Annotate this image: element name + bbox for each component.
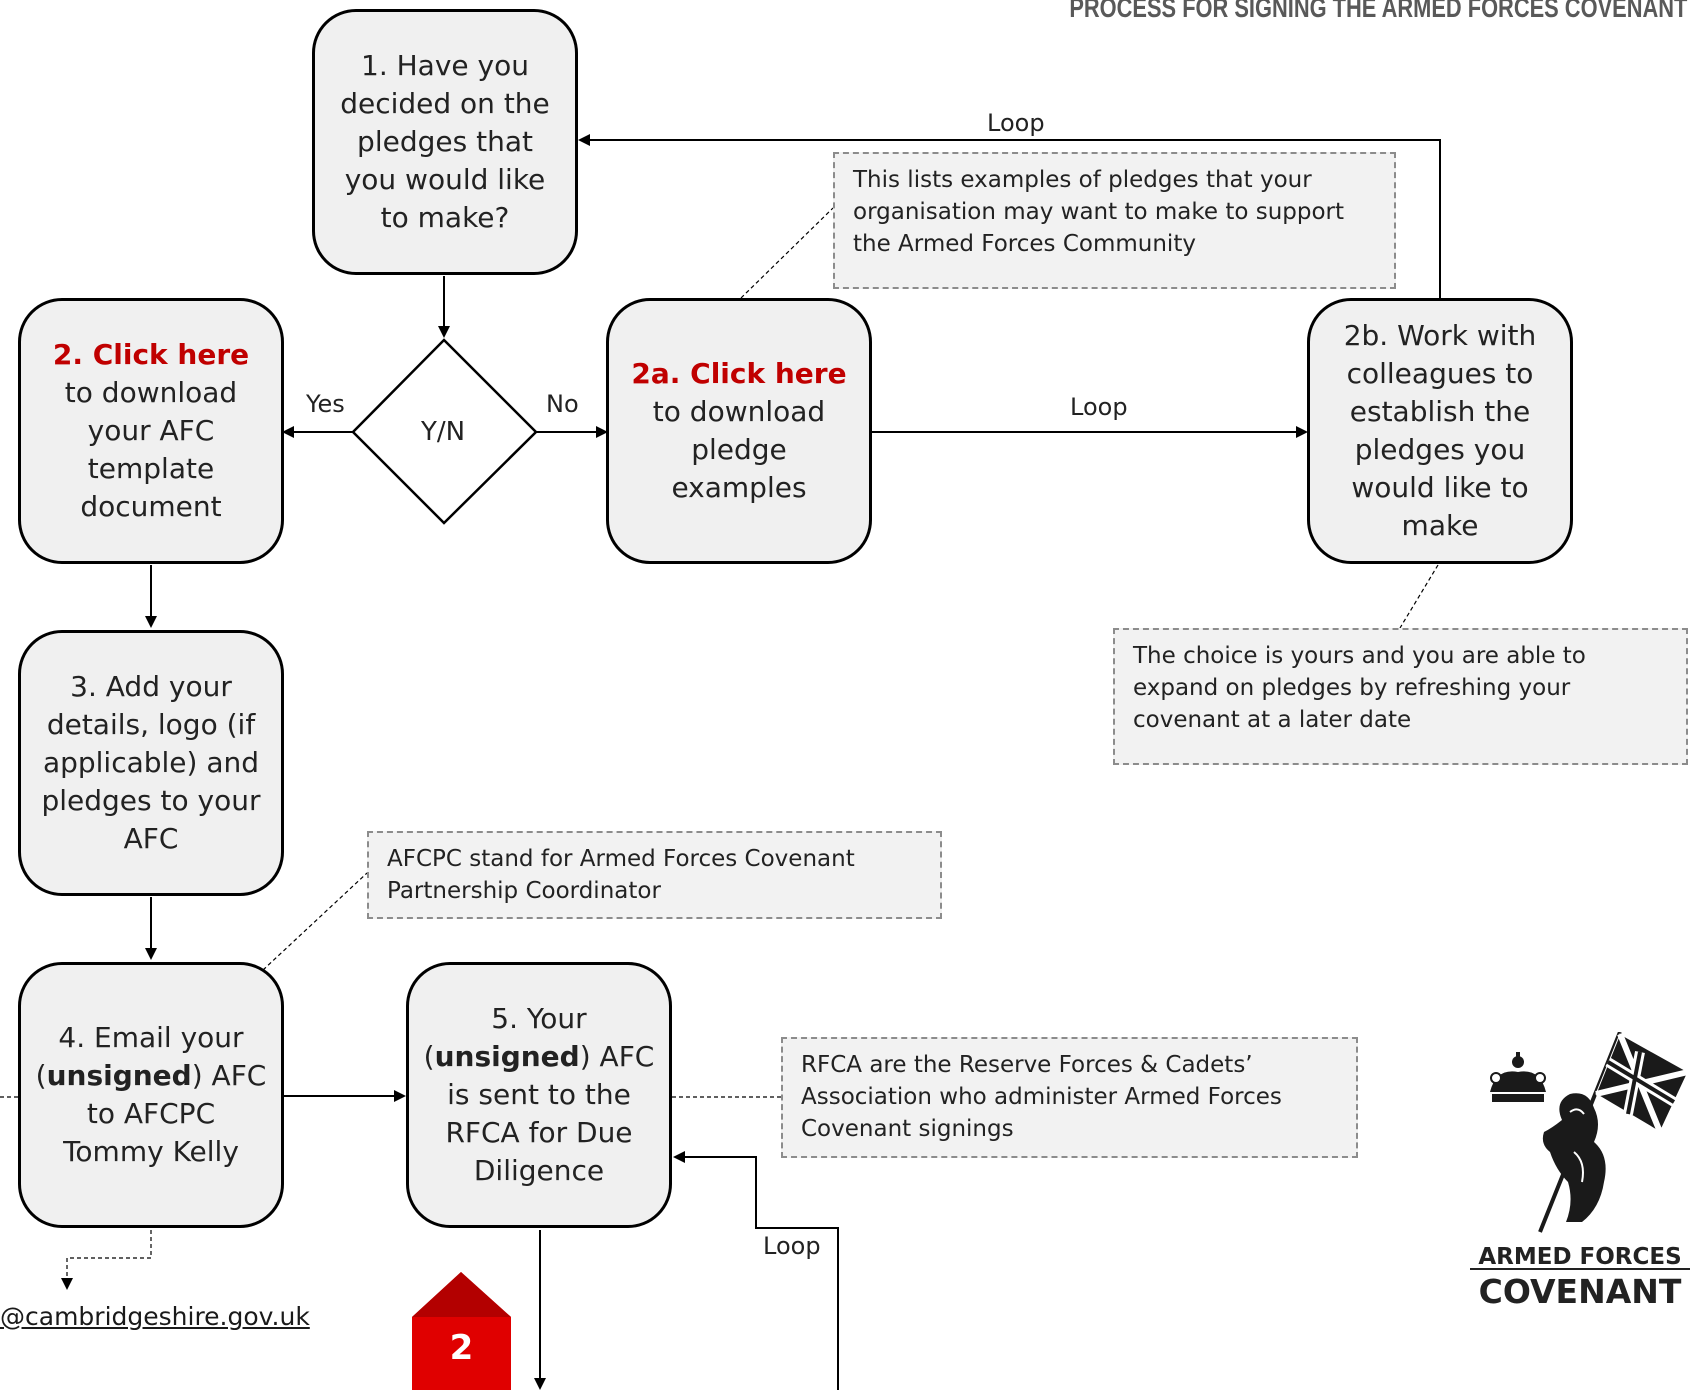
step-3-text: 3. Add your details, logo (if applicable… xyxy=(41,670,261,855)
step-2a-link[interactable]: 2a. Click here xyxy=(631,357,847,390)
loop-label-top: Loop xyxy=(987,109,1045,137)
step-2b-box: 2b. Work with colleagues to establish th… xyxy=(1307,298,1573,564)
decision-diamond xyxy=(351,338,538,525)
lion-flag-emblem-icon xyxy=(1490,1031,1689,1233)
step-5-box: 5. Your (unsigned) AFC is sent to the RF… xyxy=(406,962,672,1228)
step-2-box[interactable]: 2. Click here to download your AFC templ… xyxy=(18,298,284,564)
page-title: PROCESS FOR SIGNING THE ARMED FORCES COV… xyxy=(1068,0,1687,23)
decision-label: Y/N xyxy=(421,417,466,447)
page-number: 2 xyxy=(449,1328,474,1368)
step-4-box: 4. Email your (unsigned) AFC to AFCPC To… xyxy=(18,962,284,1228)
logo-text-line2: COVENANT xyxy=(1470,1268,1690,1311)
no-label: No xyxy=(546,390,579,418)
step-3-box: 3. Add your details, logo (if applicable… xyxy=(18,630,284,896)
loop-label-bottom: Loop xyxy=(763,1232,821,1260)
note-choice: The choice is yours and you are able to … xyxy=(1113,628,1688,765)
step-1-text: 1. Have you decided on the pledges that … xyxy=(340,49,550,234)
step-2b-text: 2b. Work with colleagues to establish th… xyxy=(1343,319,1537,542)
logo-text-line1: ARMED FORCES xyxy=(1478,1244,1682,1270)
page-marker-shape xyxy=(412,1272,511,1390)
note-rfca: RFCA are the Reserve Forces & Cadets’ As… xyxy=(781,1037,1358,1158)
loop-label-mid: Loop xyxy=(1070,393,1128,421)
yes-label: Yes xyxy=(306,390,345,418)
note-afcpc: AFCPC stand for Armed Forces Covenant Pa… xyxy=(367,831,942,919)
note-pledge-examples: This lists examples of pledges that your… xyxy=(833,152,1396,289)
step-2-link[interactable]: 2. Click here xyxy=(52,338,250,371)
page-marker[interactable]: 2 xyxy=(412,1272,511,1390)
step-1-box: 1. Have you decided on the pledges that … xyxy=(312,9,578,275)
armed-forces-covenant-logo: ARMED FORCES COVENANT xyxy=(1470,1031,1690,1311)
email-link[interactable]: @cambridgeshire.gov.uk xyxy=(0,1302,310,1331)
